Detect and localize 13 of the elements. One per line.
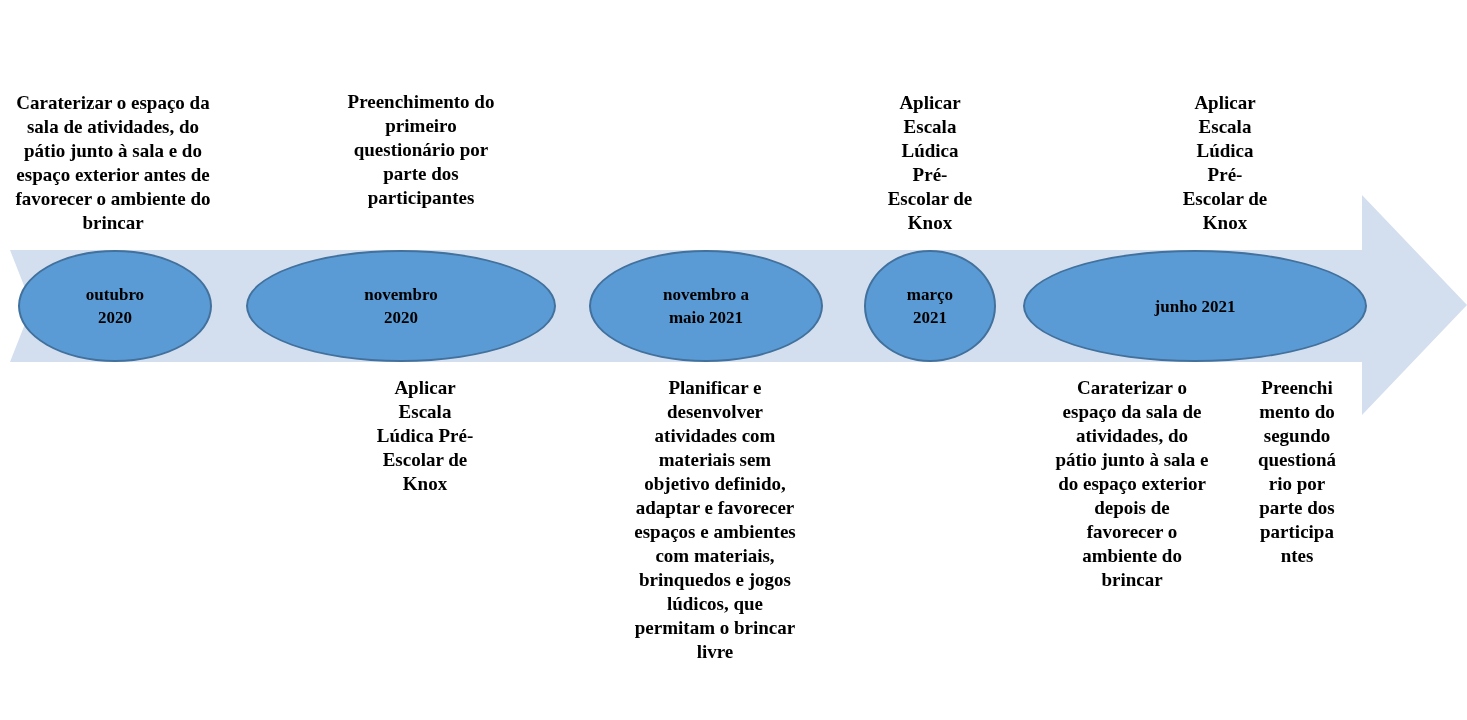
event-description: Aplicar Escala Lúdica Pré- Escolar de Knox [886,91,974,235]
date-label: novembro 2020 [363,284,439,329]
date-label: outubro 2020 [84,284,146,329]
date-label: março 2021 [905,284,955,329]
date-label: novembro a maio 2021 [661,284,751,329]
event-description: Caraterizar o espaço da sala de atividades, do pátio junto à sala e do espaço exterior antes de favorecer o ambiente do brincar [14,91,212,235]
date-label: junho 2021 [1153,295,1237,318]
event-description: Planificar e desenvolver atividades com materiais sem objetivo definido, adaptar e favorecer espaços e ambientes com materiais, brinquedos e jogos lúdicos, que permitam o brincar livre [633,376,797,664]
event-description: Aplicar Escala Lúdica Pré- Escolar de Knox [1181,91,1269,235]
event-description: Aplicar Escala Lúdica Pré- Escolar de Knox [375,376,475,496]
event-description: Preenchi mento do segundo questioná rio por parte dos participa ntes [1256,376,1338,568]
event-description: Preenchimento do primeiro questionário por parte dos participantes [346,90,496,210]
event-description: Caraterizar o espaço da sala de atividades, do pátio junto à sala e do espaço exterior depois de favorecer o ambiente do brincar [1054,376,1210,592]
